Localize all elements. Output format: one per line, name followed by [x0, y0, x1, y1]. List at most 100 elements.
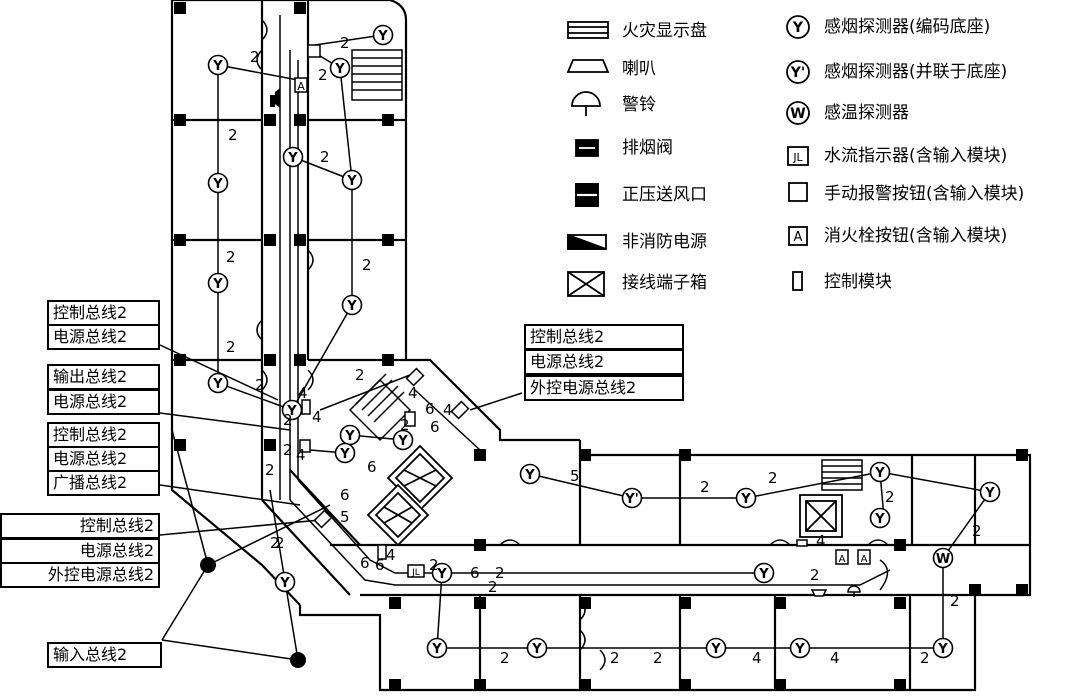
svg-text:4: 4 — [296, 446, 306, 464]
svg-text:6: 6 — [430, 418, 440, 436]
heat-detectors — [932, 547, 954, 569]
svg-text:2: 2 — [283, 411, 293, 429]
legend-terminal-box-label: 接线端子箱 — [622, 273, 707, 293]
svg-text:4: 4 — [312, 408, 322, 426]
svg-text:2: 2 — [488, 578, 498, 596]
svg-text:6: 6 — [375, 556, 385, 574]
svg-text:2: 2 — [400, 416, 410, 434]
svg-text:2: 2 — [226, 248, 236, 266]
bus-label: 电源总线2 — [47, 446, 160, 472]
bus-label: 电源总线2 — [524, 349, 684, 375]
control-module-icon — [792, 271, 803, 291]
svg-text:5: 5 — [340, 508, 350, 526]
elevator-shafts — [366, 444, 843, 547]
bus-label: 电源总线2 — [47, 324, 160, 350]
svg-text:2: 2 — [270, 534, 280, 552]
svg-text:2: 2 — [810, 566, 820, 584]
legend-water-flow-indicator-label: 水流指示器(含输入模块) — [824, 146, 1008, 166]
svg-text:2: 2 — [885, 488, 895, 506]
legend-heat-detector-label: 感温探测器 — [824, 103, 909, 123]
svg-text:W: W — [790, 106, 805, 122]
svg-text:4: 4 — [408, 384, 418, 402]
stairwell-right — [821, 459, 863, 491]
legend-fire-display-panel-label: 火灾显示盘 — [622, 21, 707, 41]
bus-label: 控制总线2 — [47, 300, 160, 326]
input-bus-label: 输入总线2 — [47, 642, 162, 668]
legend-smoke-detector-coded-label: 感烟探测器(编码底座) — [824, 17, 991, 37]
building-walls — [170, 0, 1032, 692]
svg-text:2: 2 — [340, 34, 350, 52]
svg-text:2: 2 — [255, 376, 265, 394]
svg-text:2: 2 — [283, 441, 293, 459]
terminal-box-icon — [567, 271, 605, 297]
legend-pressurized-air-outlet-label: 正压送风口 — [622, 185, 707, 205]
bus-label: 控制总线2 — [0, 513, 160, 539]
svg-text:2: 2 — [500, 649, 510, 667]
bus-label: 控制总线2 — [47, 422, 160, 448]
bus-label: 外控电源总线2 — [524, 375, 684, 401]
svg-text:JL: JL — [792, 151, 803, 164]
legend-speaker-label: 喇叭 — [622, 59, 656, 79]
svg-text:2: 2 — [320, 148, 330, 166]
bus-label: 外控电源总线2 — [0, 562, 160, 588]
legend-alarm-bell-label: 警铃 — [622, 95, 656, 115]
hydrant-button-icon: A — [788, 226, 808, 246]
legend-smoke-detector-parallel-label: 感烟探测器(并联于底座) — [824, 62, 1008, 82]
svg-text:A: A — [794, 230, 803, 245]
svg-text:4: 4 — [752, 649, 762, 667]
smoke-detector-parallel-icon: Y' — [786, 60, 810, 84]
svg-text:2: 2 — [318, 66, 328, 84]
svg-text:Y': Y' — [790, 65, 805, 81]
pressurized-air-outlet-icon — [575, 183, 599, 207]
fire-display-panel-icon — [567, 21, 609, 39]
svg-text:6: 6 — [470, 564, 480, 582]
svg-text:2: 2 — [226, 338, 236, 356]
legend-smoke-exhaust-valve-label: 排烟阀 — [622, 138, 673, 158]
stairwell-top — [351, 49, 403, 101]
svg-text:4: 4 — [816, 532, 826, 550]
bus-label: 控制总线2 — [524, 324, 684, 350]
svg-text:Y: Y — [792, 20, 804, 36]
legend-hydrant-button-label: 消火栓按钮(含输入模块) — [824, 226, 1008, 246]
svg-text:2: 2 — [429, 556, 439, 574]
svg-text:JL: JL — [411, 568, 420, 578]
bus-label: 广播总线2 — [47, 470, 160, 496]
svg-text:2: 2 — [950, 592, 960, 610]
heat-detector-icon: W — [786, 101, 810, 125]
svg-text:2: 2 — [228, 126, 238, 144]
svg-text:6: 6 — [425, 400, 435, 418]
svg-text:2: 2 — [355, 366, 365, 384]
svg-text:4: 4 — [386, 546, 396, 564]
wire-count-labels: 2 2 2 2 2 2 2 2 2 2 4 4 2 2 4 2 4 6 4 6 … — [226, 34, 982, 667]
svg-text:6: 6 — [340, 486, 350, 504]
svg-text:4: 4 — [443, 401, 453, 419]
speaker-icon — [566, 59, 610, 73]
svg-text:2: 2 — [768, 469, 778, 487]
svg-text:2: 2 — [610, 649, 620, 667]
svg-text:2: 2 — [972, 522, 982, 540]
svg-text:A: A — [861, 554, 868, 565]
legend-control-module-label: 控制模块 — [824, 272, 892, 292]
svg-text:2: 2 — [265, 461, 275, 479]
svg-text:2: 2 — [653, 649, 663, 667]
non-fire-power-icon — [567, 233, 607, 250]
svg-text:2: 2 — [275, 534, 285, 552]
smoke-exhaust-valve-icon — [575, 139, 599, 157]
svg-text:A: A — [839, 554, 846, 565]
manual-alarm-button-icon — [788, 182, 808, 202]
smoke-detector-coded-icon: Y — [786, 15, 810, 39]
junction-dots — [200, 557, 306, 668]
svg-text:5: 5 — [570, 467, 580, 485]
svg-text:2: 2 — [362, 256, 372, 274]
legend-manual-alarm-button-label: 手动报警按钮(含输入模块) — [824, 184, 1025, 204]
doors — [256, 19, 889, 671]
legend-symbols: Y Y' W JL A — [566, 15, 810, 297]
svg-text:6: 6 — [360, 554, 370, 572]
svg-text:2: 2 — [495, 564, 505, 582]
bus-label: 电源总线2 — [0, 538, 160, 564]
water-flow-indicator-icon: JL — [787, 146, 809, 166]
svg-text:4: 4 — [298, 384, 308, 402]
bus-label: 电源总线2 — [47, 389, 160, 415]
svg-text:2: 2 — [700, 478, 710, 496]
